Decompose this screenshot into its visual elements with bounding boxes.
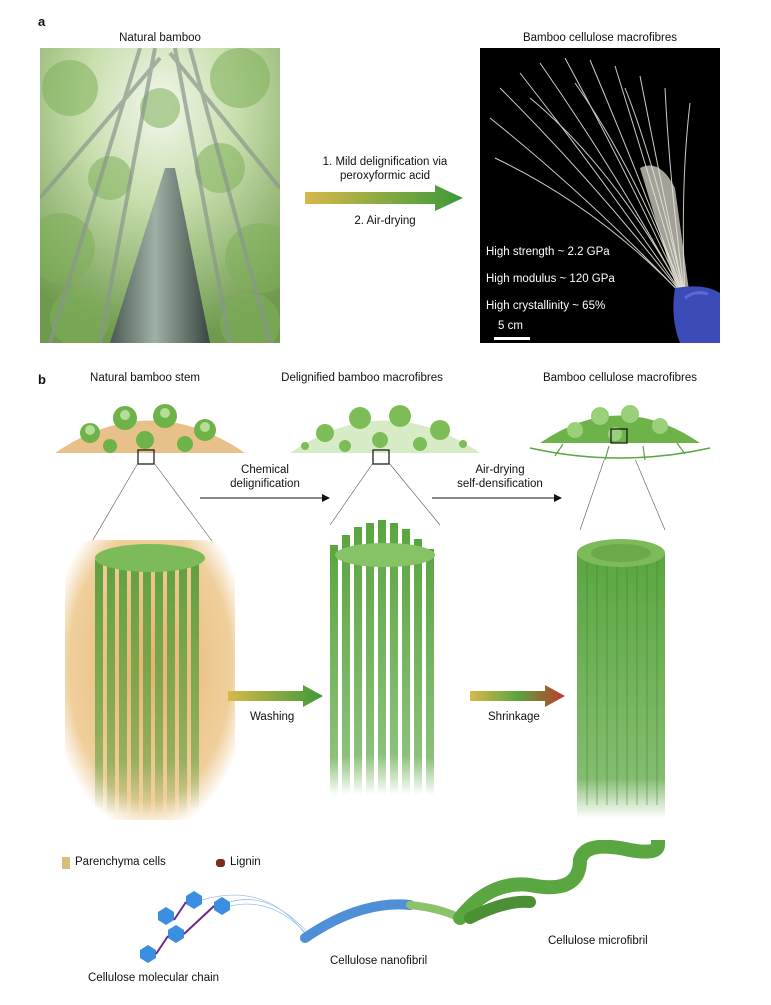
process-arrow-a (305, 185, 463, 211)
arrow2-line1: Air-drying (475, 464, 525, 476)
parenchyma-swatch (62, 857, 70, 869)
arrow2-line2: self-densification (457, 478, 543, 490)
delignification-arrow (200, 494, 330, 502)
macrofibres-title: Bamboo cellulose macrofibres (522, 32, 678, 44)
delignified-bundle (330, 520, 435, 795)
stem-title: Natural bamboo stem (90, 372, 200, 384)
step2-text: 2. Air-drying (354, 215, 416, 227)
nanofibril-label: Cellulose nanofibril (330, 955, 428, 967)
natural-stem-bundle (65, 540, 235, 820)
microfibril-label: Cellulose microfibril (548, 935, 648, 947)
panel-a-letter: a (38, 14, 46, 29)
macrofibres-photo: High strength ~ 2.2 GPa High modulus ~ 1… (480, 48, 720, 343)
delignified-cross-section (290, 405, 480, 465)
shrinkage-arrow (470, 685, 565, 707)
stem-cross-section (55, 404, 245, 465)
shrinkage-label: Shrinkage (488, 711, 540, 723)
arrow1-line1: Chemical (241, 464, 289, 476)
step1-text: 1. Mild delignification via (322, 156, 448, 168)
cellulose-title: Bamboo cellulose macrofibres (542, 372, 698, 384)
scale-bar (494, 337, 530, 340)
prop-crystallinity: High crystallinity ~ 65% (486, 300, 606, 312)
washing-arrow (228, 685, 323, 707)
hierarchy-illustration (140, 840, 665, 963)
scale-label: 5 cm (498, 320, 523, 332)
panel-b-letter: b (38, 372, 46, 387)
parenchyma-label: Parenchyma cells (75, 856, 166, 868)
molecular-chain-label: Cellulose molecular chain (88, 972, 220, 984)
delignified-title: Delignified bamboo macrofibres (281, 372, 443, 384)
prop-strength: High strength ~ 2.2 GPa (486, 246, 610, 258)
lignin-swatch (216, 859, 225, 867)
zoom-lines (89, 460, 666, 546)
cellulose-cross-section (529, 405, 711, 461)
densification-arrow (432, 494, 562, 502)
bamboo-forest-photo (40, 48, 280, 343)
cellulose-bundle (577, 539, 665, 818)
washing-label: Washing (250, 711, 295, 723)
step1b-text: peroxyformic acid (339, 170, 431, 182)
prop-modulus: High modulus ~ 120 GPa (486, 273, 615, 285)
natural-bamboo-title: Natural bamboo (119, 32, 201, 44)
lignin-label: Lignin (230, 856, 261, 868)
arrow1-line2: delignification (230, 478, 300, 490)
